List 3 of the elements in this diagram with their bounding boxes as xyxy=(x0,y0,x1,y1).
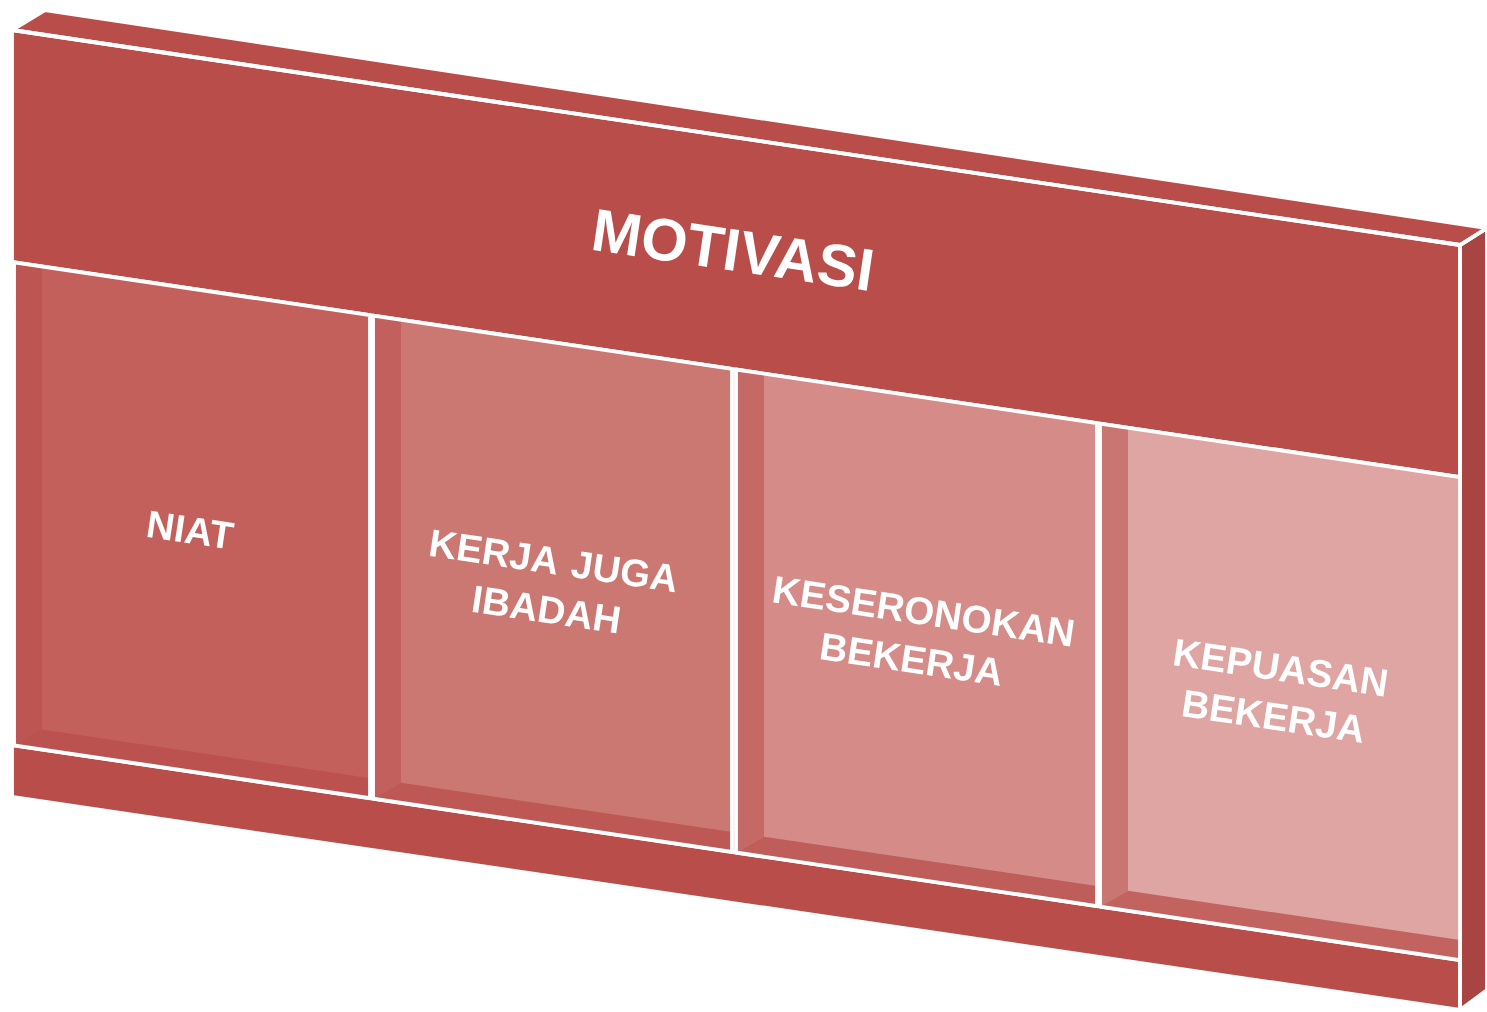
panel: KERJA JUGA IBADAH xyxy=(371,313,734,854)
panel: KEPUASAN BEKERJA xyxy=(1098,421,1462,962)
panel: NIAT xyxy=(12,260,372,801)
